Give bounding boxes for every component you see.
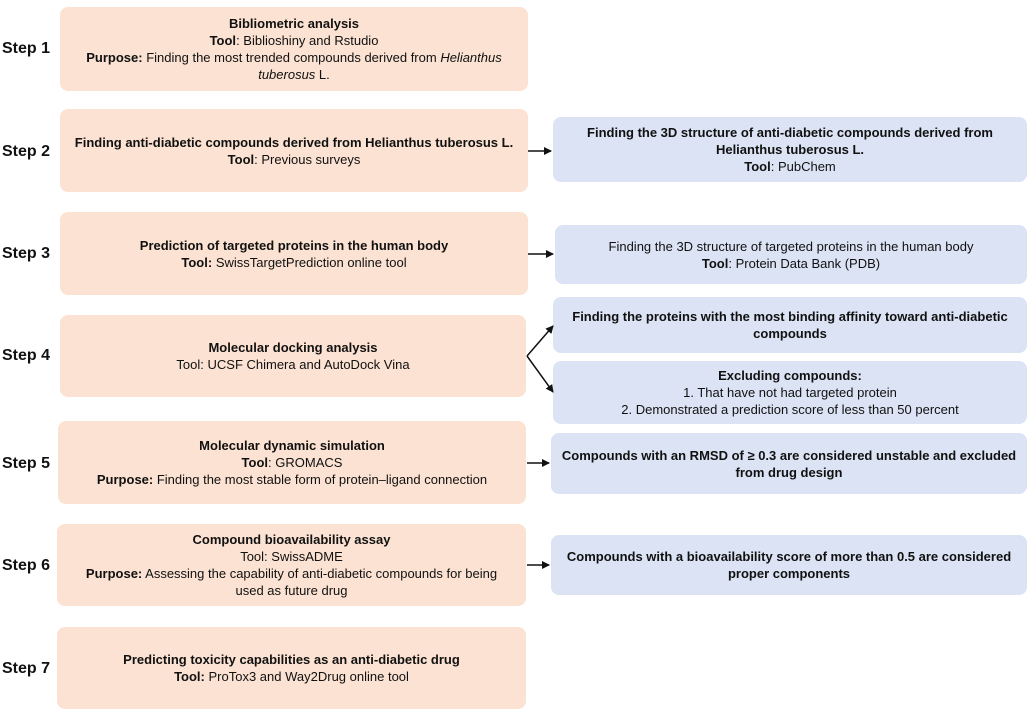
step-6-purpose: Purpose: Assessing the capability of ant… (85, 566, 498, 581)
step-6-box: Compound bioavailability assay Tool: Swi… (57, 524, 526, 606)
step-label-6: Step 6 (1, 557, 50, 574)
step-4-result-box-1: Finding the proteins with the most bindi… (553, 297, 1027, 353)
step-1-title: Bibliometric analysis (228, 16, 360, 31)
step-2-box: Finding anti-diabetic compounds derived … (60, 109, 528, 192)
step-3-tool: Tool: SwissTargetPrediction online tool (181, 254, 407, 270)
step-5-box: Molecular dynamic simulation Tool: GROMA… (58, 421, 526, 504)
step-3-result-box: Finding the 3D structure of targeted pro… (555, 225, 1027, 284)
step-label-2: Step 2 (1, 143, 50, 160)
step-2-result-title-cont: Helianthus tuberosus L. (715, 142, 865, 157)
step-6-title: Compound bioavailability assay (192, 532, 391, 547)
step-1-purpose-cont: tuberosus L. (258, 67, 330, 82)
arrow-step-4-lower (526, 355, 554, 393)
step-5-purpose: Purpose: Finding the most stable form of… (96, 472, 488, 487)
step-5-result-box: Compounds with an RMSD of ≥ 0.3 are cons… (551, 433, 1027, 494)
step-label-3: Step 3 (1, 245, 50, 262)
step-4-result-2-title: Excluding compounds: (718, 368, 862, 383)
step-7-title: Predicting toxicity capabilities as an a… (123, 652, 460, 667)
step-3-title: Prediction of targeted proteins in the h… (139, 237, 449, 253)
step-4-result-box-2: Excluding compounds: 1. That have not ha… (553, 361, 1027, 424)
step-3-result-title: Finding the 3D structure of targeted pro… (608, 238, 974, 254)
step-label-1: Step 1 (1, 40, 50, 57)
step-1-box: Bibliometric analysis Tool: Biblioshiny … (60, 7, 528, 91)
step-2-title: Finding anti-diabetic compounds derived … (74, 134, 514, 150)
arrow-step-4-upper (526, 325, 554, 357)
step-6-result-box: Compounds with a bioavailability score o… (551, 535, 1027, 595)
step-6-tool: Tool: SwissADME (240, 549, 343, 564)
step-4-title: Molecular docking analysis (208, 340, 378, 355)
step-1-tool: Tool: Biblioshiny and Rstudio (209, 33, 379, 48)
step-4-result-2-item-1: 1. That have not had targeted protein (683, 385, 897, 400)
step-6-result-line-1: Compounds with a bioavailability score o… (566, 549, 1012, 564)
step-2-result-box: Finding the 3D structure of anti-diabeti… (553, 117, 1027, 182)
step-5-tool: Tool: GROMACS (241, 455, 343, 470)
step-7-tool: Tool: ProTox3 and Way2Drug online tool (174, 669, 409, 684)
step-4-result-2-item-2: 2. Demonstrated a prediction score of le… (621, 402, 959, 417)
step-5-result-line-1: Compounds with an RMSD of ≥ 0.3 are cons… (561, 447, 1017, 463)
step-5-result-line-2: from drug design (735, 464, 843, 480)
step-4-tool: Tool: UCSF Chimera and AutoDock Vina (176, 357, 410, 372)
step-3-result-tool: Tool: Protein Data Bank (PDB) (701, 255, 881, 271)
step-label-7: Step 7 (1, 660, 50, 677)
step-3-box: Prediction of targeted proteins in the h… (60, 212, 528, 295)
step-6-purpose-cont: used as future drug (235, 583, 348, 598)
step-2-result-tool: Tool: PubChem (744, 159, 836, 174)
step-label-4: Step 4 (1, 347, 50, 364)
step-6-result-line-2: proper components (727, 566, 851, 581)
step-5-title: Molecular dynamic simulation (199, 438, 385, 453)
step-2-tool: Tool: Previous surveys (227, 151, 361, 167)
step-4-box: Molecular docking analysis Tool: UCSF Ch… (60, 315, 526, 397)
step-1-purpose: Purpose: Finding the most trended compou… (86, 50, 502, 65)
step-4-result-1-title: Finding the proteins with the most bindi… (572, 309, 1008, 324)
step-label-5: Step 5 (1, 455, 50, 472)
step-4-result-1-title-cont: compounds (753, 326, 827, 341)
step-2-result-title: Finding the 3D structure of anti-diabeti… (587, 125, 993, 140)
step-7-box: Predicting toxicity capabilities as an a… (57, 627, 526, 709)
